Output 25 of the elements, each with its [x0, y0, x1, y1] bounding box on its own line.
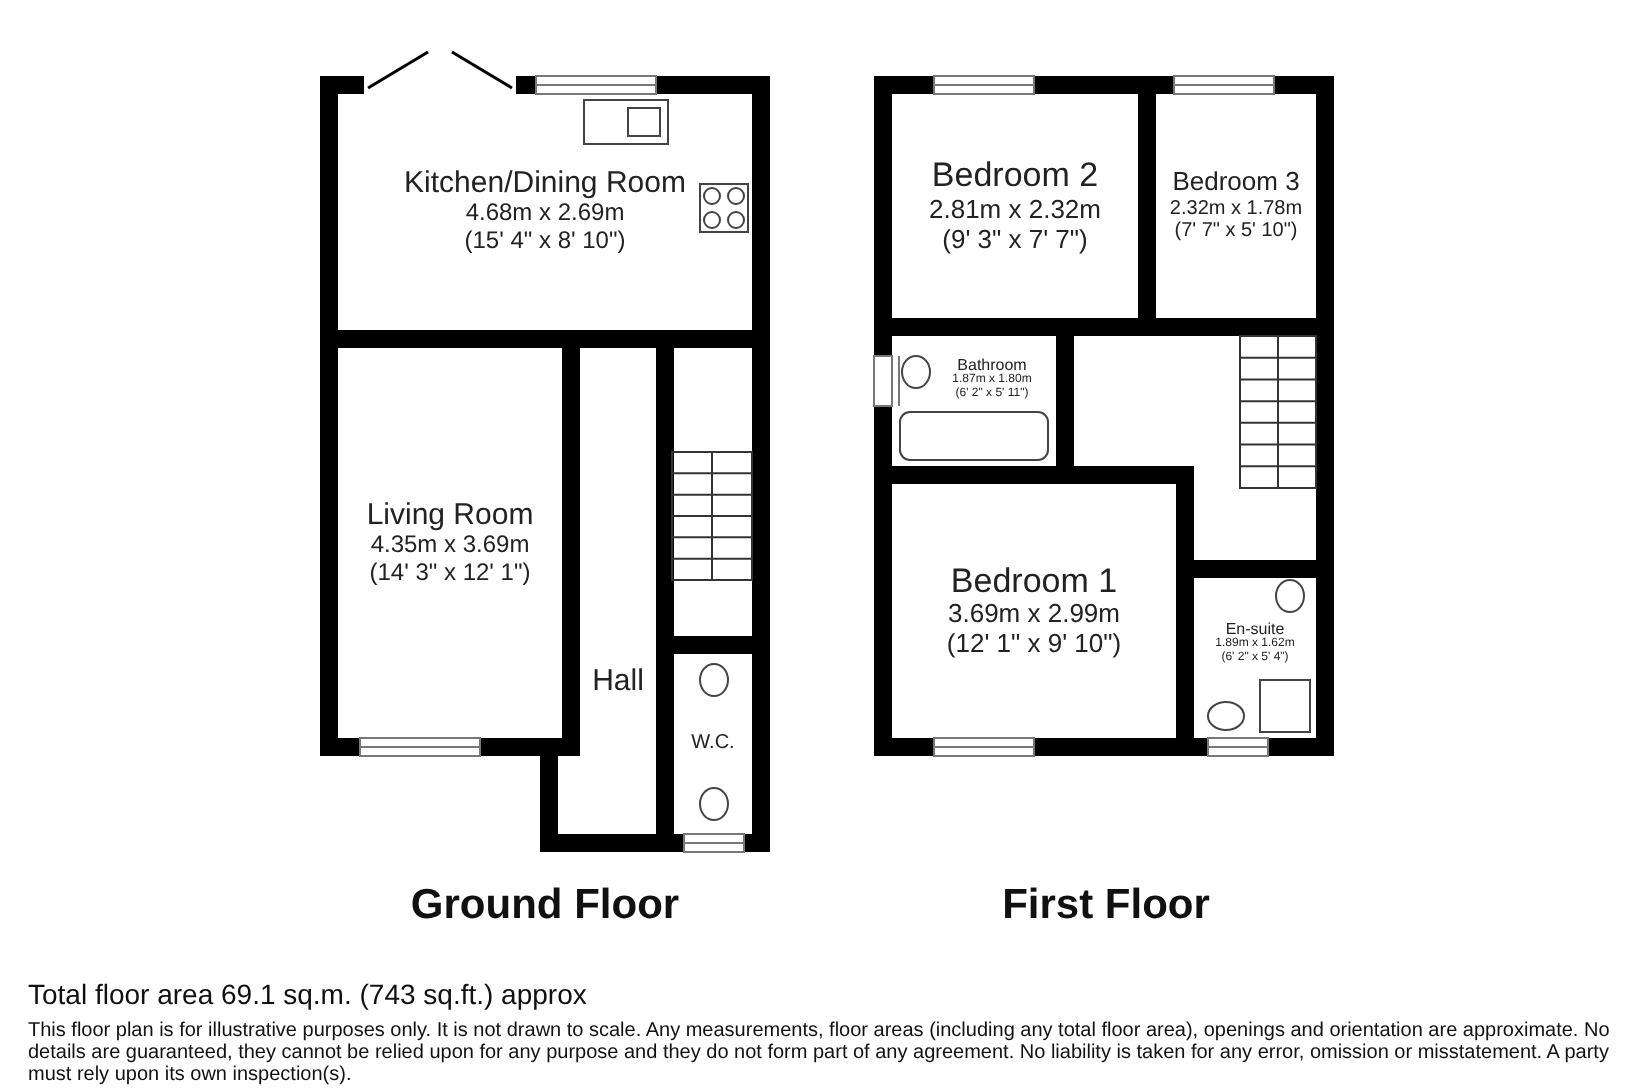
floor-heading: First Floor	[1000, 882, 1212, 930]
room-name: Kitchen/Dining Room	[404, 165, 686, 200]
room-dimensions: (14' 3" x 12' 1")	[369, 560, 531, 588]
total-area-note: Total floor area 69.1 sq.m. (743 sq.ft.) approx	[28, 980, 589, 1011]
disclaimer-text: This floor plan is for illustrative purposes only. It is not drawn to scale. Any measurements, floor areas (including any total floor area), openings and orientation are approximate. No details are guaranteed, they cannot be relied upon for any purpose and they do not form part of any agreement. No liability is taken for any error, omission or misstatement. A party must rely upon its own inspection(s).	[28, 1020, 1612, 1086]
room-dimensions: 3.69m x 2.99m	[948, 600, 1120, 631]
room-dimensions: 2.32m x 1.78m	[1169, 197, 1303, 221]
room-dimensions: (12' 1" x 9' 10")	[946, 630, 1122, 661]
room-name: En-suite	[1225, 619, 1285, 638]
floor-heading: Ground Floor	[408, 882, 682, 930]
room-name: Bedroom 1	[950, 561, 1118, 601]
room-dimensions: 2.81m x 2.32m	[929, 195, 1101, 226]
room-name: W.C.	[691, 732, 735, 756]
room-name: Living Room	[366, 498, 534, 533]
room-name: Hall	[592, 663, 644, 699]
room-outline	[874, 76, 1156, 336]
room-name: Bedroom 3	[1172, 168, 1300, 198]
room-name: Bedroom 2	[931, 156, 1099, 196]
room-dimensions: (15' 4" x 8' 10")	[464, 227, 626, 255]
room-dimensions: 4.68m x 2.69m	[465, 199, 625, 228]
room-dimensions: (9' 3" x 7' 7")	[942, 225, 1088, 256]
room-outline	[580, 348, 674, 852]
room-dimensions: (7' 7" x 5' 10")	[1174, 220, 1298, 244]
room-name: Bathroom	[957, 356, 1027, 375]
room-dimensions: 4.35m x 3.69m	[370, 532, 530, 561]
